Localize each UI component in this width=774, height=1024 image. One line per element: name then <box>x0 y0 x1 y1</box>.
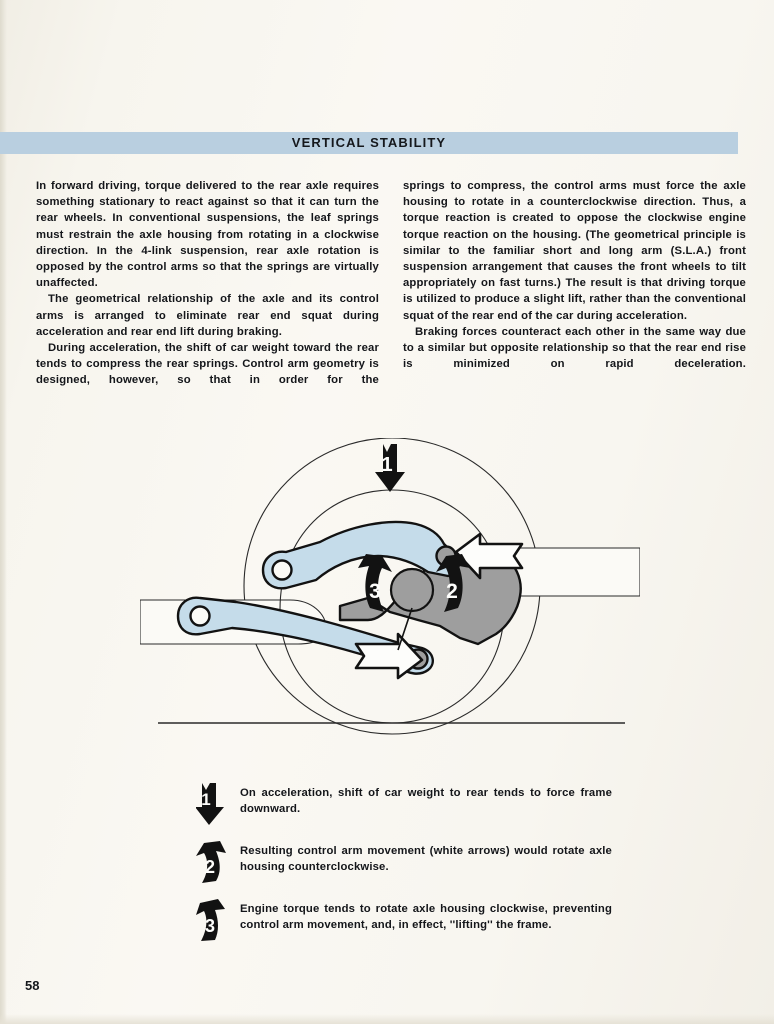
legend-arrow-3-icon: 3 <box>196 898 230 941</box>
arrow-1-number: 1 <box>381 454 392 476</box>
legend-item-text: Resulting control arm movement (white ar… <box>240 845 612 874</box>
section-banner: VERTICAL STABILITY <box>0 132 738 154</box>
upper-arm-pivot-bushing <box>271 559 293 581</box>
inner-arc-lower <box>279 609 505 724</box>
right-column: springs to compress, the control arms mu… <box>403 178 746 405</box>
left-column: In forward driving, torque delivered to … <box>36 178 379 405</box>
legend-item: 2 Resulting control arm movement (white … <box>196 840 616 883</box>
page-title: VERTICAL STABILITY <box>291 135 447 150</box>
paragraph: The geometrical relationship of the axle… <box>36 293 379 338</box>
arrow-2-number: 2 <box>446 580 458 603</box>
figure-callout-1: 1 <box>375 444 405 492</box>
figure-callout-3: 3 <box>358 554 392 612</box>
leader-line <box>397 607 413 651</box>
figure-legend: 1 On acceleration, shift of car weight t… <box>196 782 616 956</box>
white-arrow-right <box>354 632 424 680</box>
body-columns: In forward driving, torque delivered to … <box>36 178 746 405</box>
page-left-edge-shadow <box>0 0 7 1024</box>
legend-item: 1 On acceleration, shift of car weight t… <box>196 782 616 825</box>
svg-text:2: 2 <box>205 857 215 877</box>
arrow-2-shape <box>436 554 470 612</box>
paragraph: In forward driving, torque delivered to … <box>36 180 379 290</box>
legend-item-text: On acceleration, shift of car weight to … <box>240 787 612 816</box>
legend-item: 3 Engine torque tends to rotate axle hou… <box>196 898 616 941</box>
arrow-1-shape <box>375 444 405 492</box>
page-number: 58 <box>25 978 40 993</box>
axle-center-circle <box>389 567 435 613</box>
paragraph: During acceleration, the shift of car we… <box>36 342 379 387</box>
figure-callout-2: 2 <box>436 554 470 612</box>
paragraph: springs to compress, the control arms mu… <box>403 180 746 322</box>
arrow-3-number: 3 <box>369 580 381 603</box>
arrow-3-shape <box>358 554 392 612</box>
paragraph: Braking forces counteract each other in … <box>403 325 746 371</box>
white-arrow-left <box>454 532 524 580</box>
svg-text:1: 1 <box>201 790 210 809</box>
page-bottom-edge-shadow <box>0 1014 774 1024</box>
lower-arm-pivot-bushing <box>189 605 211 627</box>
svg-text:3: 3 <box>205 916 215 936</box>
legend-arrow-2-icon: 2 <box>196 840 230 883</box>
legend-item-text: Engine torque tends to rotate axle housi… <box>240 903 612 932</box>
legend-arrow-1-icon: 1 <box>196 782 230 825</box>
suspension-diagram: 1 2 3 <box>140 438 640 738</box>
